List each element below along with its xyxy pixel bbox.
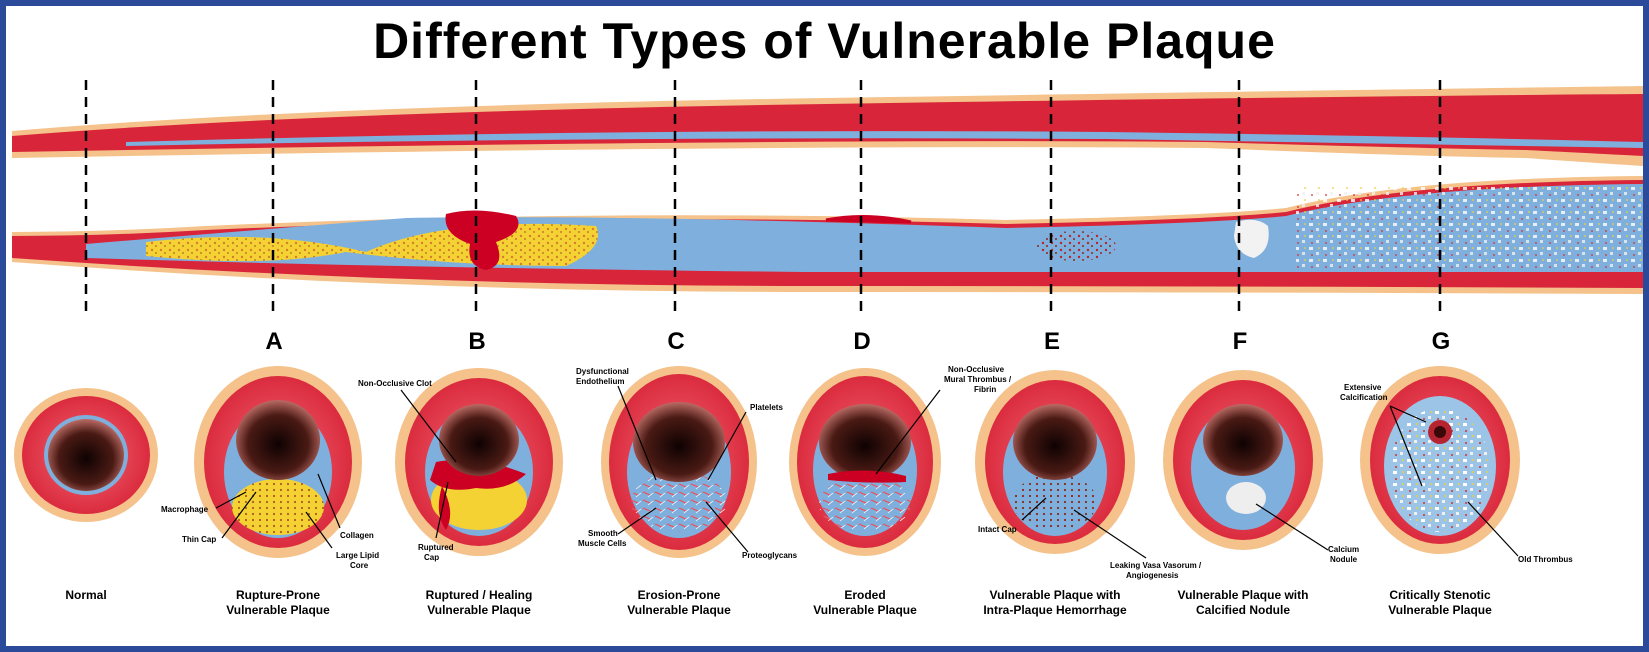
label-mural-1: Non-Occlusive <box>948 365 1005 374</box>
label-leaking-2: Angiogenesis <box>1126 571 1179 580</box>
caption-normal: Normal <box>0 588 176 603</box>
cross-section-eroded <box>789 368 941 556</box>
label-mural-3: Fibrin <box>974 385 996 394</box>
label-extensive-2: Calcification <box>1340 393 1388 402</box>
cross-section-normal <box>14 388 158 522</box>
label-dysfunctional-1: Dysfunctional <box>576 367 629 376</box>
cross-sections: Non-Occlusive Clot Macrophage Thin Cap C… <box>6 362 1643 582</box>
section-letter-g: G <box>1421 328 1461 356</box>
label-macrophage: Macrophage <box>161 505 209 514</box>
intra-plaque-hemorrhage <box>1036 231 1116 261</box>
caption-ruptured-healing: Ruptured / Healing Vulnerable Plaque <box>389 588 569 618</box>
label-non-occlusive-clot: Non-Occlusive Clot <box>358 379 432 388</box>
section-letter-c: C <box>656 328 696 356</box>
cross-section-rupture-prone <box>194 366 362 558</box>
label-old-thrombus: Old Thrombus <box>1518 555 1573 564</box>
cross-section-calcified-nodule <box>1163 370 1323 550</box>
section-letter-b: B <box>457 328 497 356</box>
section-letter-a: A <box>254 328 294 356</box>
label-large-lipid-1: Large Lipid <box>336 551 379 560</box>
label-calcium-2: Nodule <box>1330 555 1358 564</box>
section-letter-f: F <box>1220 328 1260 356</box>
caption-erosion-prone: Erosion-Prone Vulnerable Plaque <box>589 588 769 618</box>
cross-section-ruptured <box>395 368 563 556</box>
diagram-frame: Different Types of Vulnerable Plaque <box>6 6 1643 646</box>
label-platelets: Platelets <box>750 403 783 412</box>
caption-calcified-nodule: Vulnerable Plaque with Calcified Nodule <box>1153 588 1333 618</box>
label-smooth-2: Muscle Cells <box>578 539 627 548</box>
label-ruptured-2: Cap <box>424 553 439 562</box>
label-leaking-1: Leaking Vasa Vasorum / <box>1110 561 1202 570</box>
label-dysfunctional-2: Endothelium <box>576 377 624 386</box>
label-mural-2: Mural Thrombus / <box>944 375 1012 384</box>
label-proteoglycans: Proteoglycans <box>742 551 798 560</box>
label-intact-cap: Intact Cap <box>978 525 1017 534</box>
section-letter-e: E <box>1032 328 1072 356</box>
label-collagen: Collagen <box>340 531 374 540</box>
label-thin-cap: Thin Cap <box>182 535 216 544</box>
label-extensive-1: Extensive <box>1344 383 1382 392</box>
caption-eroded: Eroded Vulnerable Plaque <box>775 588 955 618</box>
eroded-thrombus <box>826 216 911 222</box>
longitudinal-artery <box>6 66 1643 396</box>
label-large-lipid-2: Core <box>350 561 369 570</box>
section-letter-d: D <box>842 328 882 356</box>
caption-critically-stenotic: Critically Stenotic Vulnerable Plaque <box>1350 588 1530 618</box>
caption-intra-plaque-hemorrhage: Vulnerable Plaque with Intra-Plaque Hemo… <box>965 588 1145 618</box>
caption-rupture-prone: Rupture-Prone Vulnerable Plaque <box>188 588 368 618</box>
diagram-title: Different Types of Vulnerable Plaque <box>6 12 1643 70</box>
label-calcium-1: Calcium <box>1328 545 1359 554</box>
label-ruptured-1: Ruptured <box>418 543 454 552</box>
label-smooth-1: Smooth <box>588 529 618 538</box>
